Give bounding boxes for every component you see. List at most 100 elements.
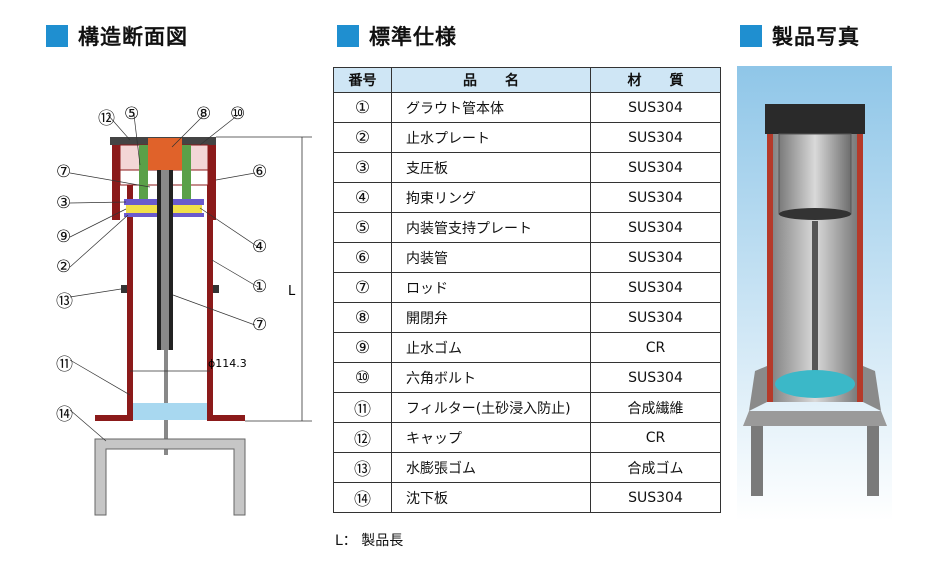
callout-13: ⑬	[56, 292, 73, 312]
table-header-row: 番号 品 名 材 質	[333, 67, 721, 93]
callout-7: ⑦	[56, 162, 72, 182]
callout-11: ⑪	[56, 355, 73, 375]
header-no: 番号	[333, 67, 392, 93]
row-no: ③	[333, 152, 392, 183]
filter	[133, 403, 207, 420]
cross-section-diagram: L ϕ114.3	[69, 114, 312, 516]
swell-rubber-left	[121, 285, 127, 293]
callout-14: ⑭	[56, 405, 73, 425]
row-name: 沈下板	[391, 482, 591, 513]
row-material: SUS304	[590, 482, 721, 513]
heading-marker-icon	[337, 25, 359, 47]
settlement-plate	[94, 438, 246, 516]
swell-rubber-right	[213, 285, 219, 293]
row-material: SUS304	[590, 152, 721, 183]
row-name: グラウト管本体	[391, 92, 591, 123]
callout-10: ⑩	[230, 104, 246, 124]
row-material: CR	[590, 332, 721, 363]
row-material: SUS304	[590, 122, 721, 153]
row-no: ⑥	[333, 242, 392, 273]
row-name: 拘束リング	[391, 182, 591, 213]
row-no: ⑦	[333, 272, 392, 303]
length-dimension	[216, 136, 312, 422]
row-no: ⑬	[333, 452, 392, 483]
row-material: SUS304	[590, 272, 721, 303]
callout-12: ⑫	[98, 109, 115, 129]
diameter-label: ϕ114.3	[208, 357, 247, 370]
grout-pipe	[127, 170, 213, 420]
row-no: ②	[333, 122, 392, 153]
callout-3: ③	[56, 193, 72, 213]
spec-title: 標準仕様	[369, 25, 457, 49]
callout-5: ⑤	[124, 104, 140, 124]
row-material: SUS304	[590, 242, 721, 273]
row-name: 水膨張ゴム	[391, 452, 591, 483]
callout-2: ②	[56, 257, 72, 277]
row-name: ロッド	[391, 272, 591, 303]
row-material: SUS304	[590, 182, 721, 213]
row-name: 止水プレート	[391, 122, 591, 153]
leader-lines	[69, 114, 259, 442]
photo-title: 製品写真	[772, 25, 860, 49]
row-no: ⑨	[333, 332, 392, 363]
rod	[157, 170, 173, 455]
row-name: 開閉弁	[391, 302, 591, 333]
callout-1: ①	[252, 277, 268, 297]
row-no: ⑩	[333, 362, 392, 393]
callout-7b: ⑦	[252, 315, 268, 335]
callout-8: ⑧	[196, 104, 212, 124]
header-material: 材 質	[590, 67, 721, 93]
row-material: 合成ゴム	[590, 452, 721, 483]
callout-9: ⑨	[56, 227, 72, 247]
callout-4: ④	[252, 237, 268, 257]
structure-title: 構造断面図	[78, 25, 188, 49]
row-no: ⑪	[333, 392, 392, 423]
length-note: L： 製品長	[335, 533, 404, 549]
product-photo	[737, 66, 892, 521]
header-name: 品 名	[391, 67, 591, 93]
row-no: ⑭	[333, 482, 392, 513]
heading-marker-icon	[740, 25, 762, 47]
row-material: SUS304	[590, 92, 721, 123]
row-name: 止水ゴム	[391, 332, 591, 363]
row-material: SUS304	[590, 362, 721, 393]
row-name: 内装管支持プレート	[391, 212, 591, 243]
callout-6: ⑥	[252, 162, 268, 182]
row-name: 内装管	[391, 242, 591, 273]
flange-right	[207, 415, 245, 421]
row-no: ⑫	[333, 422, 392, 453]
row-material: CR	[590, 422, 721, 453]
spec-heading: 標準仕様	[337, 22, 457, 50]
length-label: L	[288, 284, 296, 299]
row-material: 合成繊維	[590, 392, 721, 423]
photo-heading: 製品写真	[740, 22, 860, 50]
row-name: キャップ	[391, 422, 591, 453]
structure-heading: 構造断面図	[46, 22, 188, 50]
row-name: 支圧板	[391, 152, 591, 183]
row-material: SUS304	[590, 212, 721, 243]
row-name: 六角ボルト	[391, 362, 591, 393]
row-name: フィルター(土砂浸入防止)	[391, 392, 591, 423]
row-no: ⑧	[333, 302, 392, 333]
heading-marker-icon	[46, 25, 68, 47]
row-no: ⑤	[333, 212, 392, 243]
row-material: SUS304	[590, 302, 721, 333]
flange-left	[95, 415, 133, 421]
row-no: ④	[333, 182, 392, 213]
row-no: ①	[333, 92, 392, 123]
